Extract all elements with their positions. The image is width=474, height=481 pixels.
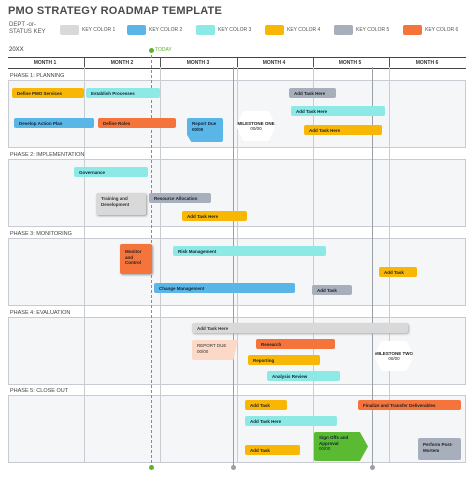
phase-label-evaluation: PHASE 4: EVALUATION: [10, 310, 71, 316]
task-define-roles[interactable]: Define Roles: [98, 118, 176, 128]
key-label-2: KEY COLOR 2: [149, 27, 183, 33]
task-perform-label: Perform Post-Mortem: [423, 442, 453, 453]
key-swatch-3: [196, 25, 215, 35]
month-divider: [84, 58, 85, 68]
report-due-label: REPORT DUE: [197, 343, 227, 348]
month-gridline: [237, 67, 238, 462]
task-define-pmo-services[interactable]: Define PMO Services: [12, 88, 84, 98]
sign-offs-and-approval-marker[interactable]: Sign Offs and Approval 00/00: [314, 432, 368, 461]
year-label: 20XX: [9, 47, 24, 53]
task-finalize-and-transfer-deliverables[interactable]: Finalize and Transfer Deliverables: [358, 400, 461, 410]
sign-offs-label: Sign Offs and Approval: [319, 435, 349, 446]
task-resource-allocation[interactable]: Resource Allocation: [149, 193, 211, 203]
milestone-one[interactable]: MILESTONE ONE 00/00: [236, 111, 276, 141]
key-label-1: KEY COLOR 1: [82, 27, 116, 33]
today-label: TODAY: [155, 47, 172, 53]
task-develop-action-plan[interactable]: Develop Action Plan: [14, 118, 94, 128]
key-swatch-1: [60, 25, 79, 35]
task-risk-management[interactable]: Risk Management: [173, 246, 326, 256]
task-change-management[interactable]: Change Management: [154, 283, 295, 293]
month-label: MONTH 2: [110, 60, 134, 66]
phase-label-close-out: PHASE 5: CLOSE OUT: [10, 388, 69, 394]
today-line-dot: [149, 48, 154, 53]
milestone-one-label: MILESTONE ONE: [237, 120, 275, 126]
task-establish-processes[interactable]: Establish Processes: [86, 88, 160, 98]
status-key-label: DEPT -or- STATUS KEY: [9, 22, 46, 35]
key-label-4: KEY COLOR 4: [287, 27, 321, 33]
key-label-3: KEY COLOR 3: [218, 27, 252, 33]
month-label: MONTH 3: [186, 60, 210, 66]
report-due-label: Report Due: [192, 121, 217, 126]
task-research[interactable]: Research: [256, 339, 335, 349]
month-gridline: [313, 67, 314, 462]
report-due-marker[interactable]: Report Due 00/00: [187, 118, 223, 142]
today-line-dot: [149, 465, 154, 470]
key-label-5: KEY COLOR 5: [356, 27, 390, 33]
page-title: PMO STRATEGY ROADMAP TEMPLATE: [8, 5, 222, 17]
guide-line-dot: [231, 465, 236, 470]
milestone-two-date: 00/00: [388, 356, 400, 361]
milestone-two[interactable]: MILESTONE TWO 00/00: [374, 341, 414, 371]
month-divider: [313, 58, 314, 68]
task-training-label: Training and Development: [101, 196, 130, 207]
task-perform-post-mortem[interactable]: Perform Post-Mortem: [418, 438, 461, 460]
phase-label-planning: PHASE 1: PLANNING: [10, 73, 65, 79]
task-add-task[interactable]: Add Task Here: [182, 211, 247, 221]
milestone-two-label: MILESTONE TWO: [375, 350, 413, 356]
month-gridline: [84, 67, 85, 462]
key-swatch-6: [403, 25, 422, 35]
task-analysis-review[interactable]: Analysis Review: [267, 371, 340, 381]
milestone-one-date: 00/00: [250, 126, 262, 131]
task-governance[interactable]: Governance: [74, 167, 148, 177]
task-add-task[interactable]: Add Task Here: [192, 323, 408, 333]
month-divider: [389, 58, 390, 68]
month-label: MONTH 4: [262, 60, 286, 66]
month-label: MONTH 5: [338, 60, 362, 66]
month-divider: [160, 58, 161, 68]
key-swatch-5: [334, 25, 353, 35]
task-add-task[interactable]: Add Task Here: [289, 88, 336, 98]
task-training-and-development[interactable]: Training and Development: [96, 193, 146, 215]
report-due-marker[interactable]: REPORT DUE 00/00: [192, 340, 238, 360]
key-label-6: KEY COLOR 6: [425, 27, 459, 33]
month-label: MONTH 6: [415, 60, 439, 66]
key-swatch-2: [127, 25, 146, 35]
month-divider: [237, 58, 238, 68]
guide-line-dot: [370, 465, 375, 470]
task-add-task[interactable]: Add Task Here: [304, 125, 382, 135]
milestone-guide-line: [233, 67, 234, 468]
phase-label-monitoring: PHASE 3: MONITORING: [10, 231, 72, 237]
task-reporting[interactable]: Reporting: [248, 355, 320, 365]
task-add-task[interactable]: Add Task Here: [245, 416, 337, 426]
task-monitor-label: Monitor and Control: [125, 249, 142, 265]
task-add-task[interactable]: Add Task: [245, 445, 300, 455]
report-due-date: 00/00: [197, 348, 209, 354]
month-label: MONTH 1: [33, 60, 57, 66]
key-swatch-4: [265, 25, 284, 35]
month-gridline: [160, 67, 161, 462]
task-monitor-and-control[interactable]: Monitor and Control: [120, 244, 152, 274]
report-due-date: 00/00: [192, 126, 204, 132]
sign-offs-date: 00/00: [319, 446, 331, 451]
task-add-task[interactable]: Add Task: [312, 285, 352, 295]
task-add-task[interactable]: Add Task Here: [291, 106, 385, 116]
task-add-task[interactable]: Add Task: [245, 400, 287, 410]
task-add-task[interactable]: Add Task: [379, 267, 417, 277]
month-gridline: [389, 67, 390, 462]
milestone-guide-line: [372, 67, 373, 468]
phase-label-implementation: PHASE 2: IMPLEMENTATION: [10, 152, 85, 158]
